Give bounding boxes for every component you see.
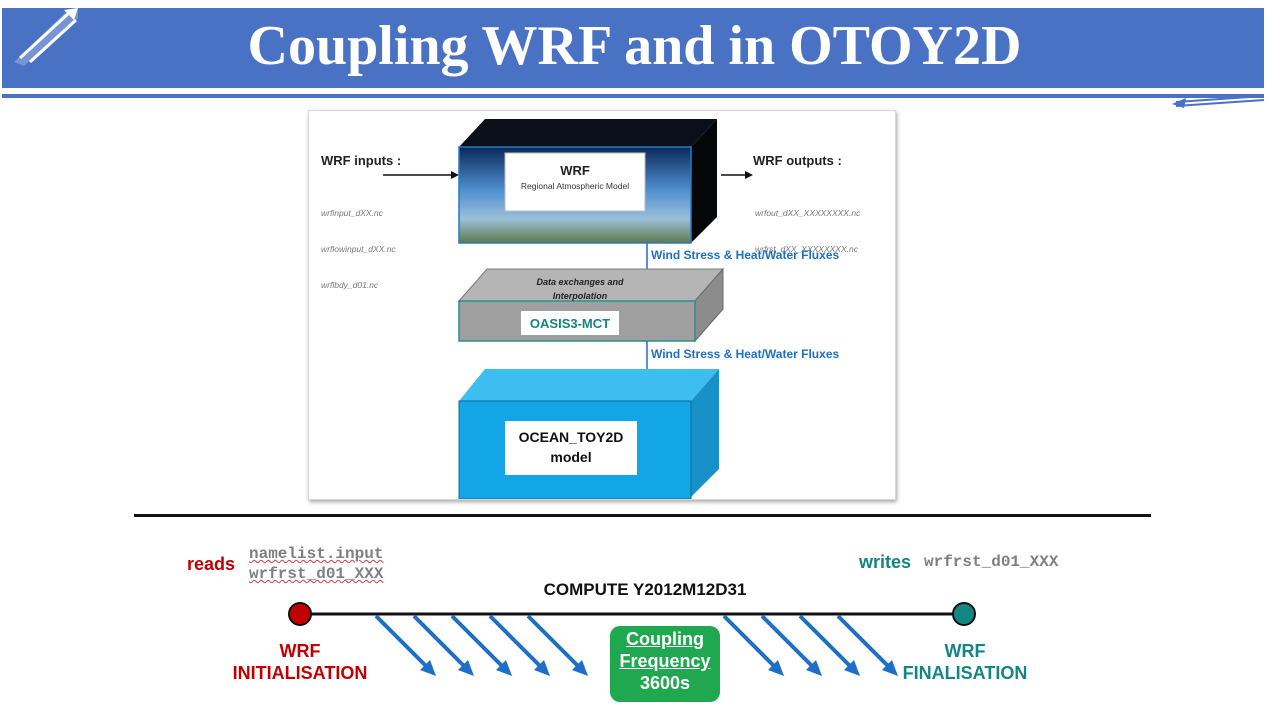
wrf-input-files: wrfinput_dXX.nc wrflowinput_dXX.nc wrflb… [321,183,396,315]
read-file: namelist.input [249,545,384,563]
init-node [288,602,312,626]
coupling-arrow [374,614,430,670]
compute-label: COMPUTE Y2012M12D31 [543,580,747,599]
input-file: wrflbdy_d01.nc [321,280,379,290]
reads-label: reads [187,554,236,574]
read-files: namelist.input wrfrst_d01_XXX [249,544,383,584]
coupling-arrow [450,614,506,670]
ocean-model-label: OCEAN_TOY2D model [505,427,637,467]
read-file: wrfrst_d01_XXX [249,565,384,583]
coupling-arrow-head [572,660,588,676]
coupling-line: Frequency [619,651,711,671]
coupling-arrow [526,614,582,670]
title-underline [2,94,1264,98]
wrf-output-files: wrfout_dXX_XXXXXXXX.nc wrfrst_dXX_XXXXXX… [755,183,860,279]
ocean-model-name: OCEAN_TOY2D [518,429,624,445]
coupling-frequency-value: 3600s [639,673,691,693]
coupling-arrow-head [768,660,784,676]
coupling-frequency-box: Coupling Frequency 3600s [610,626,720,702]
input-file: wrfinput_dXX.nc [321,208,383,218]
wrf-outputs-header: WRF outputs : [753,153,842,168]
wrf-label-box [504,152,646,212]
output-file: wrfrst_dXX_XXXXXXXX.nc [755,244,858,254]
wrf-model-name: WRF [560,163,590,178]
final-line: FINALISATION [902,663,1028,683]
final-node [952,602,976,626]
ocean-box-side [691,369,719,497]
coupling-arrow [488,614,544,670]
coupling-arrow [798,614,854,670]
oasis-description: Data exchanges and Interpolation [505,275,655,303]
coupling-arrow [760,614,816,670]
init-line: WRF [279,641,321,661]
ocean-label-box [505,421,637,475]
wrf-initialisation-label: WRF INITIALISATION [220,640,380,684]
coupling-arrow-head [458,660,474,676]
write-file: wrfrst_d01_XXX [924,553,1059,571]
coupling-arrow [836,614,892,670]
coupling-arrow-head [844,660,860,676]
final-line: WRF [944,641,986,661]
timeline-graphics [288,602,976,676]
coupling-arrow [412,614,468,670]
ocean-box-top [459,369,719,401]
init-line: INITIALISATION [232,663,368,683]
coupling-diagram-figure: WRF inputs : wrfinput_dXX.nc wrflowinput… [308,110,896,500]
return-arrow-icon [1172,95,1265,108]
oasis-name: OASIS3-MCT [529,316,611,331]
oasis-desc-line: Interpolation [552,291,608,301]
section-divider [134,514,1151,517]
flux-label-top: Wind Stress & Heat/Water Fluxes [651,248,840,262]
coupling-arrow-head [496,660,512,676]
wrf-inputs-header: WRF inputs : [321,153,402,168]
output-file: wrfout_dXX_XXXXXXXX.nc [755,208,861,218]
wrf-model-desc: Regional Atmospheric Model [520,181,630,191]
ocean-model-suffix: model [550,449,592,465]
writes-label: writes [859,552,912,572]
wrf-box-side [691,119,717,243]
oasis-label-box [521,311,619,335]
coupling-arrow-head [882,660,898,676]
oasis-desc-line: Data exchanges and [536,277,624,287]
coupling-arrow [722,614,778,670]
coupling-arrow-head [420,660,436,676]
wrf-finalisation-label: WRF FINALISATION [888,640,1042,684]
page-title: Coupling WRF and in OTOY2D [247,15,1022,77]
logo-arrows-icon [14,8,78,66]
diagram-graphics [383,119,753,499]
coupling-arrow-head [534,660,550,676]
coupling-arrows [374,614,898,676]
coupling-arrow-head [806,660,822,676]
title-bar [2,8,1264,88]
input-file: wrflowinput_dXX.nc [321,244,396,254]
coupling-line: Coupling [626,629,704,649]
wrf-box-top [459,119,717,147]
flux-label-bottom: Wind Stress & Heat/Water Fluxes [651,347,840,361]
